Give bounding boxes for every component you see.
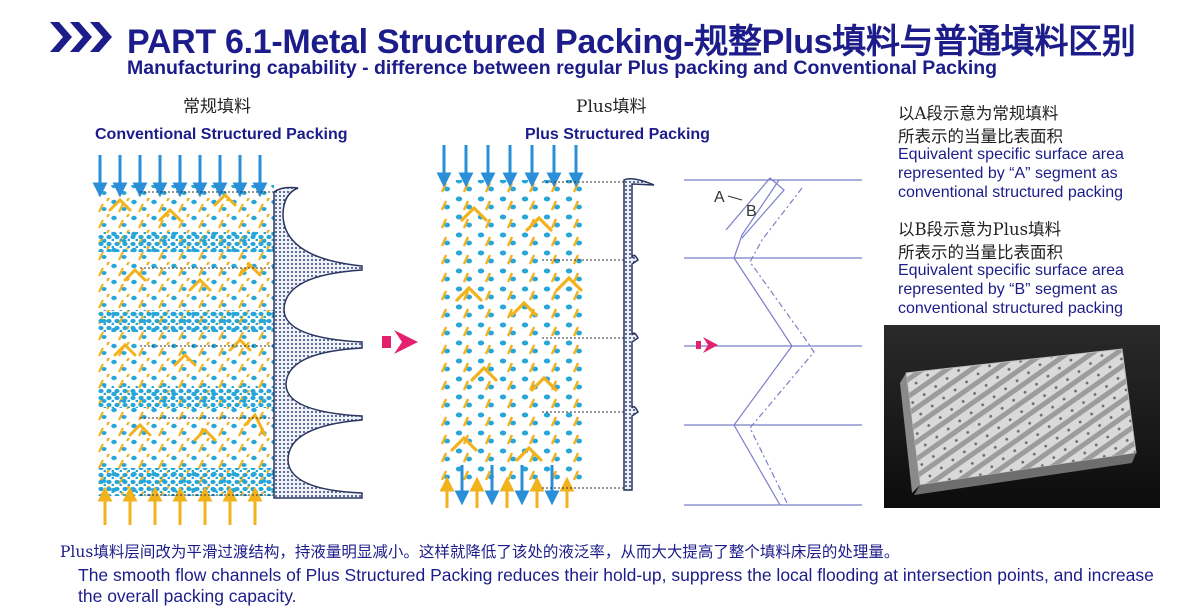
note-a-en-line1: Equivalent specific surface area	[898, 146, 1124, 163]
note-b-en-line2: represented by “B” segment as	[898, 281, 1118, 298]
note-b-cn-line1: 以B段示意为Plus填料	[898, 220, 1062, 239]
plus-en-label: Plus Structured Packing	[525, 126, 710, 143]
flow-arrow-icon	[696, 337, 718, 353]
note-b-en-line3: conventional structured packing	[898, 300, 1124, 317]
conventional-cn-label: 常规填料	[183, 97, 251, 117]
note-b-en-line1: Equivalent specific surface area	[898, 262, 1124, 279]
note-b-cn-line2: 所表示的当量比表面积	[898, 243, 1063, 262]
note-a-en-line3: conventional structured packing	[898, 184, 1124, 201]
label-a: A	[714, 189, 725, 206]
footer-cn-text: Plus填料层间改为平滑过渡结构，持液量明显减小。这样就降低了该处的液泛率，从而…	[60, 543, 900, 561]
page-title: PART 6.1-Metal Structured Packing-规整Plus…	[127, 23, 1136, 61]
plus-packing-diagram	[436, 145, 655, 508]
page-subtitle: Manufacturing capability - difference be…	[127, 57, 998, 79]
note-a-cn-line2: 所表示的当量比表面积	[898, 127, 1063, 146]
transition-arrow-icon	[382, 330, 418, 354]
plus-cn-label: Plus填料	[576, 97, 647, 117]
packing-photo	[884, 325, 1160, 508]
note-a-en-line2: represented by “A” segment as	[898, 165, 1118, 182]
label-b: B	[746, 203, 757, 220]
conventional-en-label: Conventional Structured Packing	[95, 126, 348, 143]
note-a-cn-line1: 以A段示意为常规填料	[898, 104, 1059, 123]
chevron-arrows-icon	[50, 22, 112, 52]
footer-en-text: The smooth flow channels of Plus Structu…	[78, 565, 1154, 606]
conventional-packing-diagram	[92, 155, 363, 525]
